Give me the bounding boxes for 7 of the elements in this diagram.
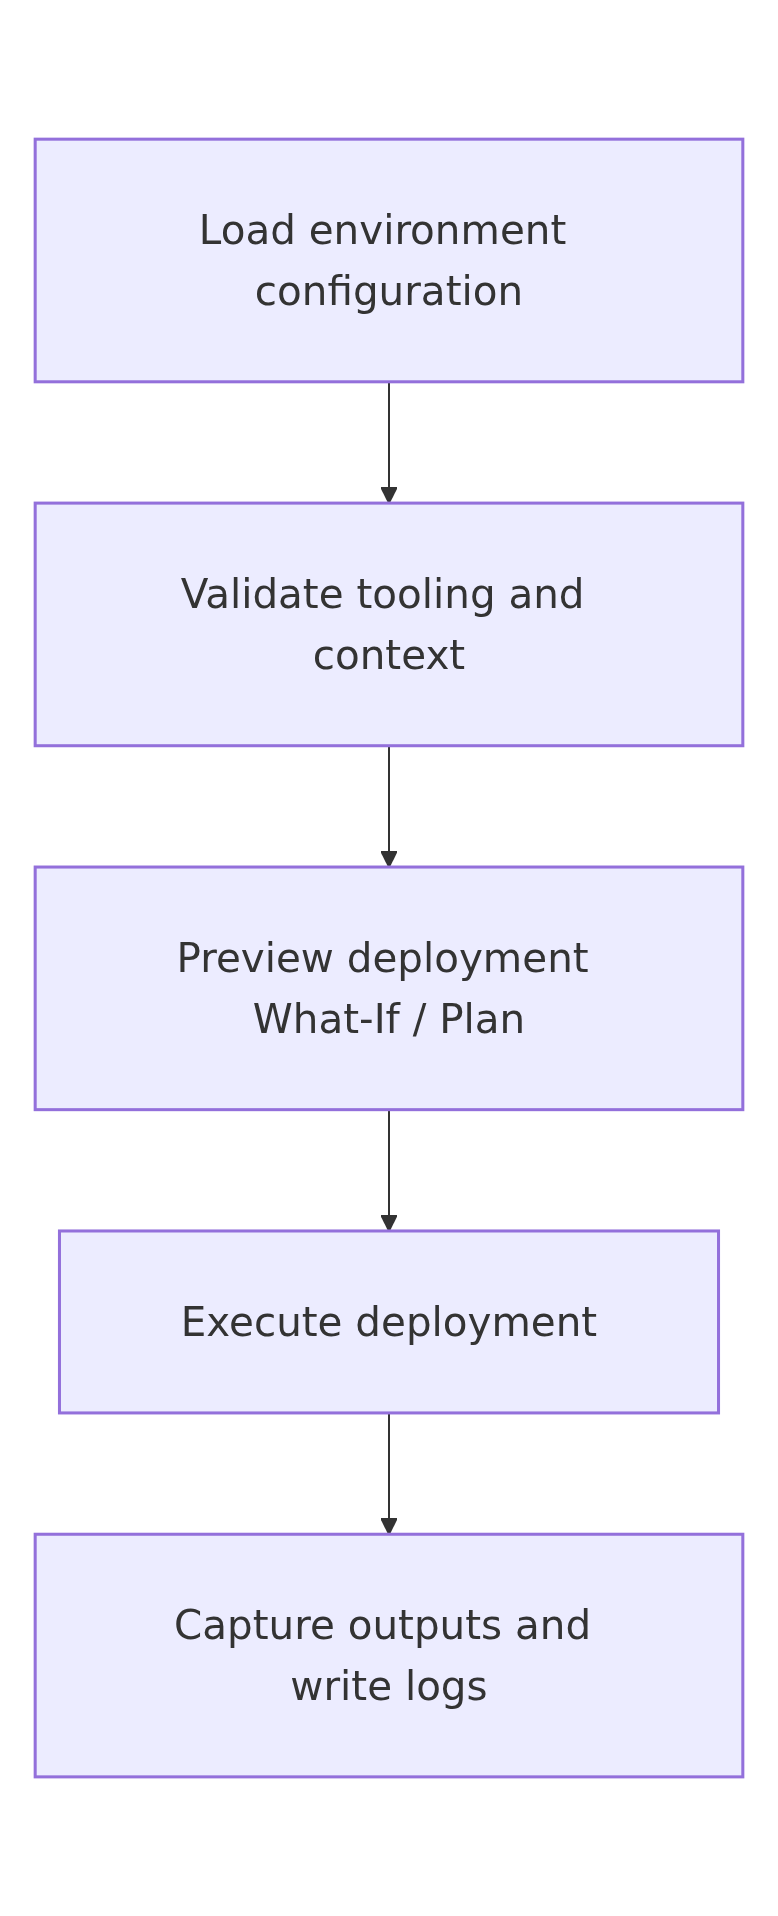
arrow — [380, 745, 398, 868]
node-box: Load environment configuration — [33, 137, 745, 384]
node-box: Execute deployment — [57, 1229, 721, 1415]
node-box: Validate tooling and context — [33, 501, 745, 748]
arrow — [380, 381, 398, 504]
node-box: Capture outputs and write logs — [33, 1532, 745, 1779]
node-box: Preview deployment What-If / Plan — [33, 865, 745, 1112]
